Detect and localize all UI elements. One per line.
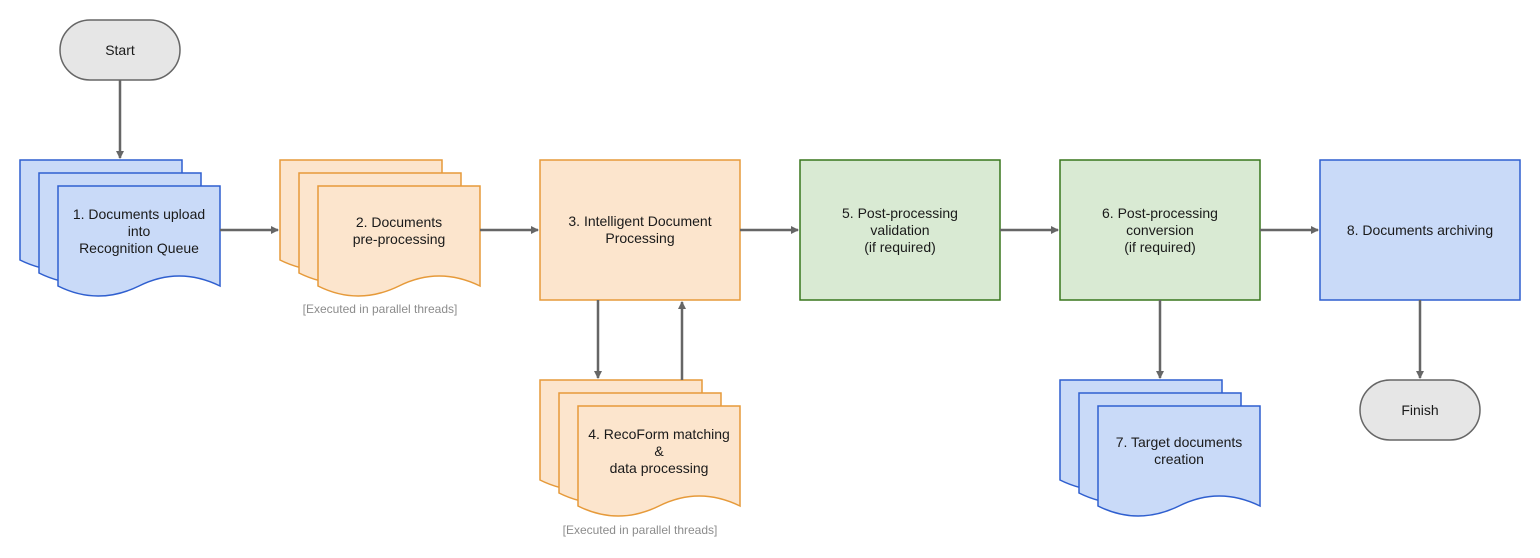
step6-text-line-1: 6. Post-processing xyxy=(1102,204,1218,221)
step5-text-line-3: (if required) xyxy=(864,238,936,255)
step8-text-line-1: 8. Documents archiving xyxy=(1346,221,1494,238)
finish-terminal xyxy=(1359,379,1481,441)
step1-text-line-1: 1. Documents upload xyxy=(72,205,206,222)
step3-text-line-1: 3. Intelligent Document xyxy=(568,213,712,229)
step3-text-line-2: Processing xyxy=(605,230,675,246)
step6-label: 6. Post-processing conversion (if requir… xyxy=(1060,160,1260,300)
step1-text-line-3: Recognition Queue xyxy=(79,239,199,256)
step5-text-line-1: 5. Post-processing xyxy=(842,204,958,221)
step4-note: [Executed in parallel threads] xyxy=(562,523,718,537)
step7-text-line-2: creation xyxy=(1154,451,1204,467)
step5-label: 5. Post-processing validation (if requir… xyxy=(800,160,1000,300)
step2-documents-shape xyxy=(279,159,481,297)
step2-label: 2. Documents pre-processing xyxy=(318,186,480,276)
step8-label: 8. Documents archiving xyxy=(1320,160,1520,300)
step1-text-line-2: into xyxy=(127,222,151,239)
step7-text-line-1: 7. Target documents xyxy=(1115,434,1243,450)
step4-text-line-2: & xyxy=(654,442,664,459)
start-text: Start xyxy=(105,41,135,58)
finish-label: Finish xyxy=(1360,380,1480,440)
step6-text-line-2: conversion xyxy=(1126,221,1194,238)
step1-documents-shape xyxy=(19,159,221,297)
step2-text-line-2: pre-processing xyxy=(352,231,446,247)
step4-text-line-1: 4. RecoForm matching xyxy=(588,425,730,442)
step3-label: 3. Intelligent Document Processing xyxy=(540,160,740,300)
step4-label: 4. RecoForm matching & data processing xyxy=(578,406,740,496)
step6-process-box xyxy=(1059,159,1261,301)
step5-process-box xyxy=(799,159,1001,301)
step7-label: 7. Target documents creation xyxy=(1098,406,1260,496)
step7-documents-shape xyxy=(1059,379,1261,517)
step6-text-line-3: (if required) xyxy=(1124,238,1196,255)
step2-note: [Executed in parallel threads] xyxy=(302,302,458,316)
step5-text-line-2: validation xyxy=(870,221,930,238)
start-label: Start xyxy=(60,20,180,80)
finish-text: Finish xyxy=(1401,401,1439,418)
step4-documents-shape xyxy=(539,379,741,517)
step3-process-box xyxy=(539,159,741,301)
step2-text-line-1: 2. Documents xyxy=(355,214,443,230)
step8-process-box xyxy=(1319,159,1521,301)
step1-label: 1. Documents upload into Recognition Que… xyxy=(58,186,220,276)
step4-text-line-3: data processing xyxy=(609,459,709,476)
